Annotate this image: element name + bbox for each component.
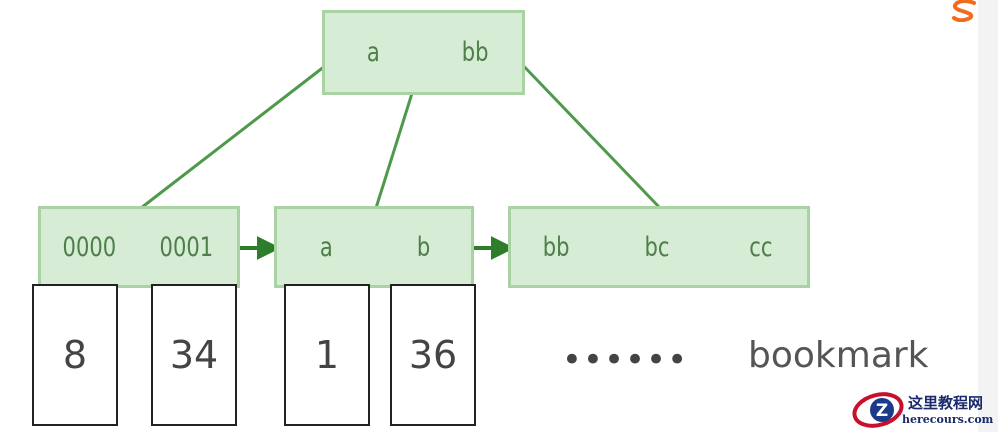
leaf-node-1: 0000 0001 [38,206,240,288]
leaf-node-2: a b [274,206,474,288]
leaf-3-key-2: bc [644,232,670,263]
value-2: 34 [169,333,219,377]
leaf-1-key-1: 0000 [62,232,117,263]
leaf-2-key-2: b [416,232,431,263]
value-box-2: 34 [151,284,237,426]
watermark-logo-icon: Z [852,392,904,428]
value-1: 8 [62,333,88,377]
edge-root-to-leaf-3 [512,54,662,210]
app-logo-icon [952,0,976,22]
root-key-1: a [366,37,380,68]
svg-text:Z: Z [876,401,888,421]
watermark-url: herecours.com [902,413,994,426]
leaf-3-key-3: cc [749,232,773,263]
leaf-2-key-1: a [319,232,333,263]
watermark: Z 这里教程网 herecours.com [850,388,998,432]
root-node: a bb [322,10,525,95]
edge-root-to-leaf-1 [140,54,339,210]
bookmark-label: bookmark [748,335,929,376]
ellipsis: •••••• [561,340,689,380]
value-box-4: 36 [390,284,476,426]
leaf-3-key-1: bb [542,232,570,263]
value-4: 36 [408,333,458,377]
value-box-3: 1 [284,284,370,426]
right-edge-strip [978,0,998,432]
leaf-node-3: bb bc cc [508,206,810,288]
leaf-1-key-2: 0001 [159,232,214,263]
root-key-2: bb [461,37,489,68]
value-3: 1 [314,333,340,377]
value-box-1: 8 [32,284,118,426]
watermark-title: 这里教程网 [908,394,984,412]
